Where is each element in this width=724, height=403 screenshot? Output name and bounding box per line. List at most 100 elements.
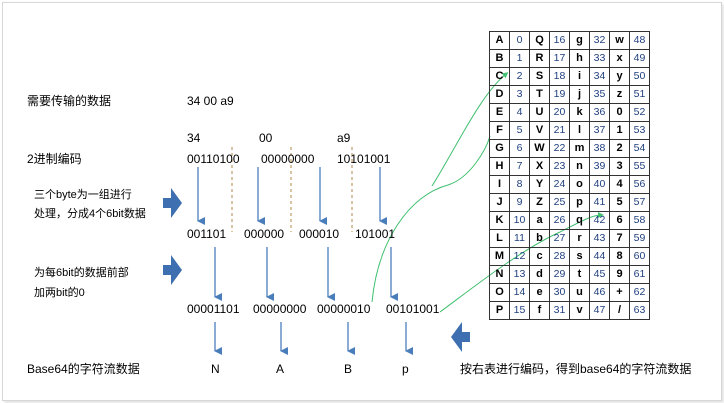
table-char-cell: X — [529, 157, 550, 176]
table-index-cell: 17 — [549, 49, 570, 68]
table-index-cell: 59 — [629, 229, 650, 248]
table-char-cell: 4 — [609, 175, 630, 194]
stream-char-3: B — [344, 362, 353, 376]
block-arrow-right-2 — [163, 255, 182, 285]
table-index-cell: 22 — [549, 139, 570, 158]
table-index-cell: 19 — [549, 85, 570, 104]
table-index-cell: 18 — [549, 67, 570, 86]
binary-label: 2进制编码 — [27, 152, 82, 166]
table-char-cell: b — [529, 229, 550, 248]
table-index-cell: 9 — [509, 193, 530, 212]
table-index-cell: 44 — [589, 247, 610, 266]
table-index-cell: 6 — [509, 139, 530, 158]
table-char-cell: 1 — [609, 121, 630, 140]
table-char-cell: 0 — [609, 103, 630, 122]
connector-to-N — [371, 135, 491, 303]
padded-group-4: 00101001 — [386, 302, 440, 316]
pad-note-line1: 为每6bit的数据前部 — [34, 267, 129, 279]
table-char-cell: z — [609, 85, 630, 104]
binary-byte-1: 00110100 — [187, 152, 240, 166]
table-index-cell: 24 — [549, 175, 570, 194]
table-char-cell: a — [529, 211, 550, 230]
padded-group-1: 00001101 — [187, 302, 240, 316]
table-char-cell: r — [569, 229, 590, 248]
table-index-cell: 35 — [589, 85, 610, 104]
six-bit-group-2: 000000 — [244, 227, 285, 241]
group-note-line1: 三个byte为一组进行 — [34, 189, 132, 201]
table-char-cell: e — [529, 283, 550, 302]
table-index-cell: 16 — [549, 31, 570, 50]
hex-byte-2: 00 — [259, 131, 273, 145]
six-bit-group-3: 000010 — [299, 227, 340, 241]
table-char-cell: Y — [529, 175, 550, 194]
table-index-cell: 56 — [629, 175, 650, 194]
table-char-cell: C — [489, 67, 510, 86]
table-char-cell: w — [609, 31, 630, 50]
table-index-cell: 45 — [589, 265, 610, 284]
stream-label: Base64的字符流数据 — [27, 362, 140, 376]
table-char-cell: u — [569, 283, 590, 302]
table-char-cell: 5 — [609, 193, 630, 212]
table-index-cell: 46 — [589, 283, 610, 302]
table-index-cell: 27 — [549, 229, 570, 248]
table-char-cell: f — [529, 301, 550, 320]
table-char-cell: 3 — [609, 157, 630, 176]
table-char-cell: q — [569, 211, 590, 230]
table-index-cell: 38 — [589, 139, 610, 158]
six-bit-group-4: 101001 — [355, 227, 396, 241]
table-index-cell: 15 — [509, 301, 530, 320]
table-char-cell: j — [569, 85, 590, 104]
table-index-cell: 54 — [629, 139, 650, 158]
table-char-cell: M — [489, 247, 510, 266]
table-char-cell: x — [609, 49, 630, 68]
table-index-cell: 10 — [509, 211, 530, 230]
table-char-cell: 9 — [609, 265, 630, 284]
table-index-cell: 3 — [509, 85, 530, 104]
stream-char-2: A — [276, 362, 285, 376]
table-index-cell: 42 — [589, 211, 610, 230]
table-index-cell: 26 — [549, 211, 570, 230]
byte-separators — [231, 147, 353, 232]
table-char-cell: P — [489, 301, 510, 320]
table-char-cell: + — [609, 283, 630, 302]
table-index-cell: 53 — [629, 121, 650, 140]
table-index-cell: 63 — [629, 301, 650, 320]
stream-char-4: p — [402, 362, 409, 376]
table-char-cell: E — [489, 103, 510, 122]
table-index-cell: 34 — [589, 67, 610, 86]
table-index-cell: 32 — [589, 31, 610, 50]
table-index-cell: 28 — [549, 247, 570, 266]
table-char-cell: p — [569, 193, 590, 212]
table-char-cell: H — [489, 157, 510, 176]
table-char-cell: i — [569, 67, 590, 86]
six-bit-group-1: 001101 — [187, 227, 227, 241]
group-note-line2: 处理，分成4个6bit数据 — [34, 208, 146, 220]
table-char-cell: d — [529, 265, 550, 284]
table-index-cell: 55 — [629, 157, 650, 176]
table-index-cell: 36 — [589, 103, 610, 122]
table-index-cell: 47 — [589, 301, 610, 320]
table-char-cell: D — [489, 85, 510, 104]
table-index-cell: 12 — [509, 247, 530, 266]
table-index-cell: 50 — [629, 67, 650, 86]
binary-byte-3: 10101001 — [337, 152, 391, 166]
table-char-cell: v — [569, 301, 590, 320]
table-char-cell: 6 — [609, 211, 630, 230]
table-index-cell: 20 — [549, 103, 570, 122]
table-char-cell: K — [489, 211, 510, 230]
table-index-cell: 4 — [509, 103, 530, 122]
table-char-cell: s — [569, 247, 590, 266]
encode-note: 按右表进行编码，得到base64的字符流数据 — [460, 362, 692, 376]
stream-char-1: N — [211, 362, 220, 376]
table-index-cell: 58 — [629, 211, 650, 230]
